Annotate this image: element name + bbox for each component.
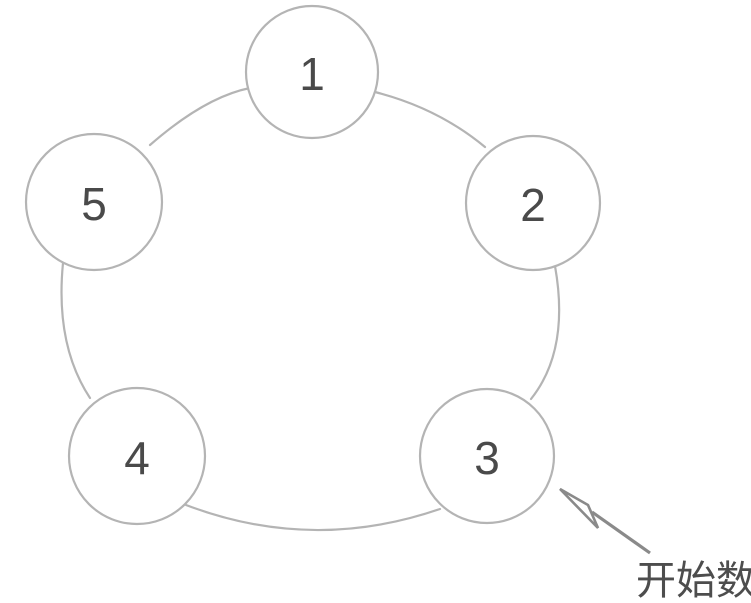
edge-5-to-1 (148, 86, 252, 147)
start-label: 开始数 (636, 558, 751, 603)
edge-2-to-3 (529, 264, 561, 401)
node-5-circle[interactable] (24, 132, 164, 272)
edge-group (60, 86, 561, 532)
node-4-circle[interactable] (67, 386, 207, 526)
node-1[interactable]: 1 (244, 4, 380, 140)
edge-1-to-2 (373, 90, 487, 149)
node-3[interactable]: 3 (418, 387, 556, 525)
node-group: 1 2 3 4 5 (24, 4, 602, 526)
node-3-circle[interactable] (418, 387, 556, 525)
node-5[interactable]: 5 (24, 132, 164, 272)
node-4[interactable]: 4 (67, 386, 207, 526)
node-1-circle[interactable] (244, 4, 380, 140)
annotation-arrow-head (559, 487, 600, 529)
node-2-circle[interactable] (464, 134, 602, 272)
node-3-label: 3 (474, 432, 500, 484)
edge-3-to-4 (184, 503, 442, 532)
start-annotation (559, 487, 651, 555)
node-4-label: 4 (124, 432, 150, 484)
annotation-arrow-shaft (591, 510, 651, 555)
node-2[interactable]: 2 (464, 134, 602, 272)
node-5-label: 5 (81, 178, 107, 230)
node-2-label: 2 (520, 179, 546, 231)
edge-4-to-5 (60, 261, 92, 400)
node-1-label: 1 (299, 48, 325, 100)
